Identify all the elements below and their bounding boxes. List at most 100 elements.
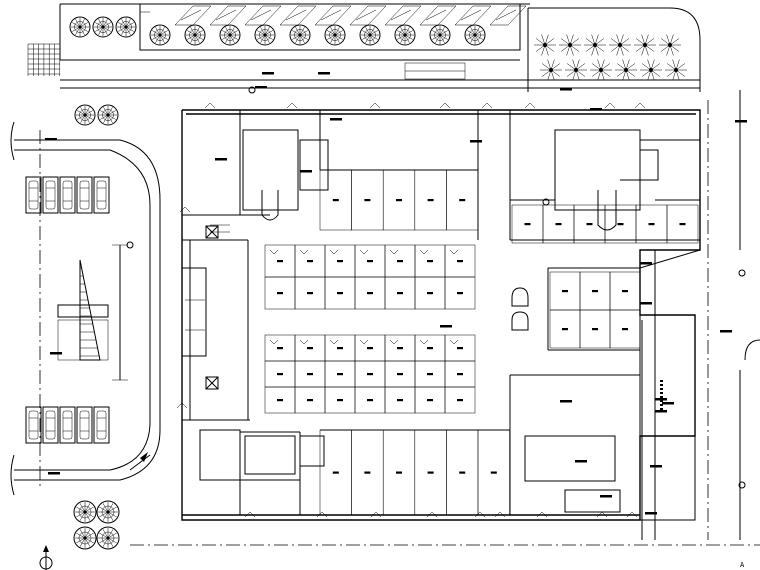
tree-canopy [254,24,276,46]
annotation-tag [640,262,652,265]
core-stair-top-right [554,129,659,231]
door-leaf [604,102,616,109]
car-body [79,180,90,210]
car-body [96,180,107,210]
tree-symbol-icon [359,24,381,46]
door-leaf [634,102,646,109]
bay-tag [337,292,343,295]
palm-symbol-icon [615,59,637,81]
parking-bay [477,429,510,516]
tree-branch [299,34,308,40]
bay-tag [427,292,433,295]
bay-tag [364,199,371,202]
tree-symbol-icon [96,500,120,524]
tree-branch [102,503,109,513]
annotation-tick [660,388,663,390]
bay-tag [367,292,373,295]
tree-branch [80,107,86,116]
tree-canopy [73,526,97,550]
tree-branch [76,537,86,544]
car-body [28,410,39,440]
tree-symbol-icon [219,24,241,46]
parking-bay [444,276,476,310]
door-swing-icon [634,102,646,109]
bay-tag [562,290,568,293]
annotation-tag [318,72,330,75]
door-swing-icon [524,102,536,109]
tree-cluster-bottom-left [73,500,120,550]
tree-branch [397,30,406,36]
tree-branch [467,34,476,40]
tree-branch [84,537,91,547]
car-stall [76,406,93,444]
bay-tag [427,199,434,202]
tree-branch [102,537,109,547]
tree-trunk [83,536,87,540]
tree-branch [76,506,86,513]
bay-tag [622,290,628,293]
tree-branch [95,22,104,28]
palm-trunk [593,43,597,47]
tree-branch [369,34,378,40]
tree-branch [72,22,81,28]
annotation-tag [640,302,652,305]
tree-canopy [394,24,416,46]
angled-stall [349,5,387,26]
tree-symbol-icon [73,500,97,524]
tree-trunk [78,25,82,29]
tree-branch [107,537,114,547]
bay-door-mark [299,339,309,345]
parking-bay-row-bottom [319,429,510,516]
door-leaf [474,511,486,518]
car-body [45,410,56,440]
door-swing-icon [626,511,638,518]
tree-trunk [333,33,337,37]
tree-canopy [73,500,97,524]
palm-symbol-icon [634,34,656,56]
car-body [45,180,56,210]
tree-branch [84,537,94,544]
parking-bay-grid-upper [264,244,476,310]
bay-tag [427,471,434,474]
tree-symbol-icon [394,24,416,46]
parked-car-icon [76,406,93,444]
stall-mark [355,9,377,21]
door-swing-icon [244,511,256,518]
car-body [62,180,73,210]
bay-tag [457,373,463,376]
tree-branch [84,532,94,539]
tree-branch [362,34,371,40]
bay-tag [396,199,402,202]
tree-branch [107,107,113,116]
annotation-tag [600,495,612,498]
door-swing-icon [604,102,616,109]
annotation-tick [660,408,663,410]
bay-tag [679,223,686,226]
tree-branch [107,529,114,539]
bay-tag [397,260,403,263]
annotation-tag [560,400,572,403]
annotation-tick [660,396,663,398]
section-callouts [126,86,746,489]
annotation-tag [50,352,62,355]
tree-branch [397,34,406,40]
tree-branch [102,22,111,28]
bay-tag [592,328,598,331]
parked-car-icon [59,176,76,214]
angled-stall [279,5,317,26]
bay-door-mark [329,339,339,345]
tree-branch [84,506,94,513]
bay-tag [277,292,283,295]
door-swing-icon [204,102,216,109]
annotation-tag [645,512,657,515]
door-swing-icon [474,511,486,518]
car-stall [42,176,59,214]
tree-branch [474,34,483,40]
parking-bay [666,204,699,244]
tree-trunk [438,33,442,37]
palm-grove-border [527,7,701,92]
tree-canopy [97,104,119,126]
stall-mark [320,9,342,21]
bay-tag [367,399,373,402]
